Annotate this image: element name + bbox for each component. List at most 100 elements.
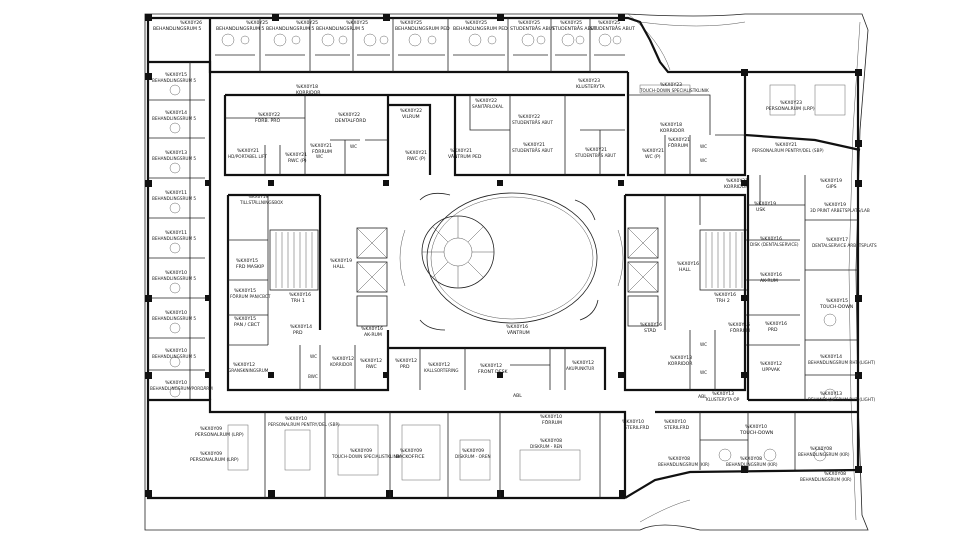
room-code: %KX0Y21	[642, 148, 664, 154]
room-name: PAN / CBCT	[234, 322, 260, 328]
room-code: %KX0Y13	[712, 391, 734, 397]
room-name: BEHANDLINGSRUM 5	[266, 26, 314, 32]
room-name: DENTALFÖRD	[335, 117, 366, 124]
room-name: STERILFRD	[664, 425, 690, 431]
terrace-outline	[144, 13, 869, 531]
room-code: %KX0Y10	[165, 380, 187, 386]
room-code: %KX0Y25	[296, 20, 318, 26]
room-code: %KX0Y21	[310, 143, 332, 149]
room-name: TOUCH-DOWN	[819, 304, 853, 310]
room-code: %KX0Y08	[824, 471, 846, 477]
room-name: TRH 1	[290, 298, 305, 304]
room-code: %KX0Y09	[200, 426, 222, 432]
room-code: %KX0Y10	[165, 270, 187, 276]
room-name: WC (P)	[645, 154, 661, 160]
room-code: %KX0Y21	[237, 148, 259, 154]
room-name: BEHANDLINGSRUM 5	[153, 26, 201, 32]
room-name: PERSONALRUM (LRP)	[766, 106, 815, 112]
room-code: %KX0Y12	[428, 362, 450, 368]
room-code: %KX0Y17	[826, 237, 848, 243]
room-code: %KX0Y22	[400, 108, 422, 114]
room-code: %KX0Y12	[572, 360, 594, 366]
room-code: %KX0Y10	[285, 416, 307, 422]
room-name: BEHANDLINGSRUM 5	[152, 196, 196, 201]
room-code: %KX0Y12	[360, 358, 382, 364]
room-code: %KX0Y11	[165, 190, 187, 196]
room-code: %KX0Y08	[740, 456, 762, 462]
room-code: %KX0Y19	[248, 194, 268, 199]
room-code: %KX0Y18	[660, 122, 682, 128]
room-name: BEHANDLINGSRUM/PORDÄRM	[150, 386, 213, 391]
room-name: GRANSKNINGSRUM	[228, 368, 269, 373]
room-name: STÄD	[644, 327, 657, 334]
room-code: %KX0Y08	[540, 438, 562, 444]
room-name: TOUCH-DOWN	[739, 430, 773, 436]
wc-label: WC	[700, 370, 707, 375]
room-name: BEHANDLINGSRUM (KIR)	[658, 462, 710, 467]
room-name: VILRUM	[402, 114, 420, 120]
room-code: %KX0Y22	[475, 98, 497, 104]
room-code: %KX0Y21	[775, 142, 797, 148]
room-name: PERSONALRUM (LRP)	[195, 432, 244, 438]
room-code: %KX0Y21	[405, 150, 427, 156]
room-name: BEHANDLINGSRUM 5	[152, 116, 196, 121]
room-code: %KX0Y25	[560, 20, 582, 26]
room-name: HD/PORTABEL LIFT	[228, 154, 267, 159]
wc-label: WC	[310, 354, 317, 359]
room-code: %KX0Y16	[760, 272, 782, 278]
room-name: PRD	[293, 330, 303, 336]
room-code: %KX0Y15	[234, 316, 256, 322]
room-code: %KX0Y10	[540, 414, 562, 420]
room-code: %KX0Y09	[462, 448, 484, 454]
room-code: %KX0Y16	[714, 292, 736, 298]
room-code: %KX0Y23	[780, 100, 802, 106]
room-name: BEHANDLINGSRUM 5	[152, 236, 196, 241]
room-name: RWC (P)	[407, 156, 426, 162]
room-name: KALLSORTERING	[424, 368, 459, 373]
room-code: %KX0Y09	[400, 448, 422, 454]
room-name: ABL	[513, 393, 522, 399]
room-name: KORRIDOR	[724, 184, 749, 190]
room-code: %KX0Y16	[640, 322, 662, 328]
room-name: AKUPUNKTUR	[566, 366, 594, 371]
room-code: %KX0Y22	[258, 112, 280, 118]
room-code: %KX0Y10	[165, 348, 187, 354]
room-name: FRD MASKIP	[236, 264, 264, 270]
room-name: STUDENTBÅS ABUT	[512, 120, 553, 125]
room-name: KORRIDOR	[660, 128, 685, 134]
room-code: %KX0Y12	[332, 356, 354, 362]
room-name: HALL	[333, 264, 345, 270]
room-name: BEHANDLINGSRUM PED	[395, 26, 450, 32]
room-name: BEHANDLINGSRUM 5	[152, 276, 196, 281]
wc-label: WC	[350, 144, 357, 149]
room-code: %KX0Y25	[518, 20, 540, 26]
room-code: %KX0Y16	[361, 326, 383, 332]
room-code: %KX0Y21	[285, 152, 307, 158]
room-code: %KX0Y25	[346, 20, 368, 26]
room-code: %KX0Y16	[760, 236, 782, 242]
room-code: %KX0Y14	[165, 110, 187, 116]
wc-label: WC	[700, 342, 707, 347]
room-code: %KX0Y23	[660, 82, 682, 88]
room-name: ABL	[698, 394, 707, 400]
room-name: DISKRUM - REN	[530, 444, 562, 449]
room-name: BEHANDLINGSRUM RHT (LIGHT)	[808, 397, 876, 402]
room-name: STUDENTBÅS ABUT	[512, 148, 553, 153]
room-code: %KX0Y26	[180, 20, 202, 26]
room-name: VÄNTRUM PED	[448, 153, 482, 160]
room-code: %KX0Y13	[820, 391, 842, 397]
room-name: PERSONALRUM (LRP)	[190, 457, 239, 463]
wc-label: WC	[316, 154, 323, 159]
room-code: %KX0Y08	[668, 456, 690, 462]
room-code: %KX0Y13	[670, 355, 692, 361]
room-code: %KX0Y21	[668, 137, 690, 143]
room-code: %KX0Y09	[350, 448, 372, 454]
room-name: KLUSTERYTA	[576, 84, 605, 90]
room-name: TRH 2	[715, 298, 730, 304]
room-code: %KX0Y22	[518, 114, 540, 120]
room-code: %KX0Y21	[585, 147, 607, 153]
room-name: FÖRRUM PAN/CBCT	[230, 294, 271, 299]
room-name: DENTALSERVICE ARBETSPLATS	[812, 243, 877, 248]
room-code: %KX0Y19	[330, 258, 352, 264]
room-code: %KX0Y19	[824, 202, 846, 208]
